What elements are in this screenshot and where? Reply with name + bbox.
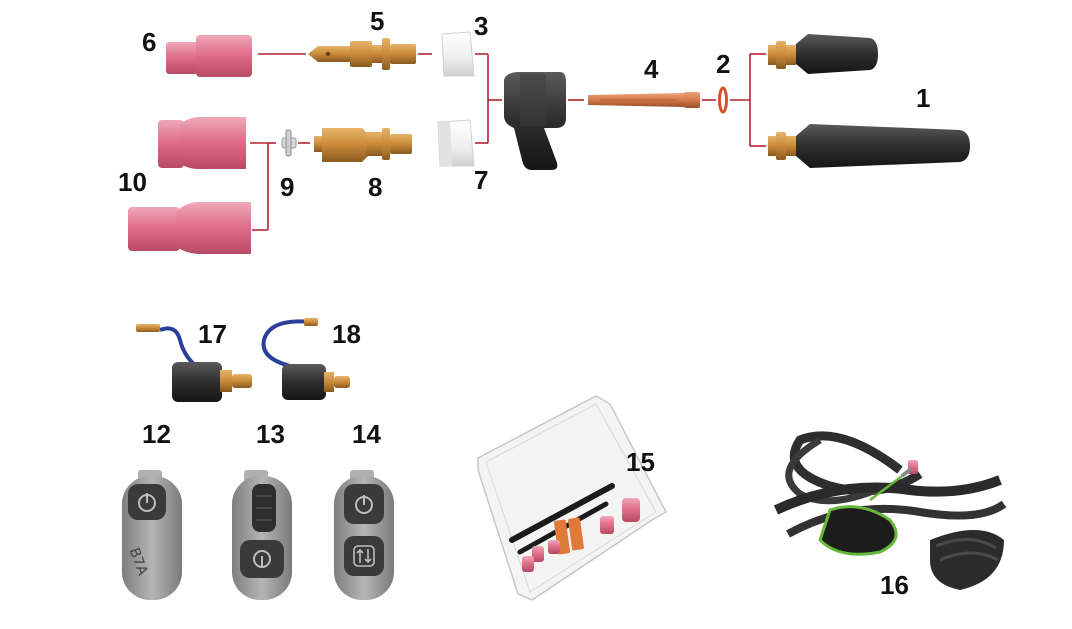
label-16: 16 <box>880 570 909 600</box>
part-6-gas-nozzle-small <box>166 35 252 77</box>
trigger-icon <box>253 550 271 568</box>
label-12: 12 <box>142 419 171 449</box>
label-4: 4 <box>644 54 659 84</box>
switch-13-wheel-trigger <box>232 470 292 600</box>
part-16-hose-package <box>773 431 1007 590</box>
part-9-insulator-washer <box>281 129 297 157</box>
part-number-labels: 1 2 3 4 5 6 7 8 9 10 17 18 12 13 14 15 1… <box>118 6 930 600</box>
label-9: 9 <box>280 172 294 202</box>
connector-lines <box>250 53 766 231</box>
part-15-accessory-case <box>477 395 667 601</box>
power-icon <box>355 495 373 514</box>
power-icon <box>138 493 156 512</box>
label-5: 5 <box>370 6 384 36</box>
label-2: 2 <box>716 49 730 79</box>
label-1: 1 <box>916 83 930 113</box>
part-8-gas-lens-body <box>314 128 412 162</box>
label-6: 6 <box>142 27 156 57</box>
part-18-connector-adapter <box>261 318 350 400</box>
label-15: 15 <box>626 447 655 477</box>
label-7: 7 <box>474 165 488 195</box>
label-13: 13 <box>256 419 285 449</box>
label-17: 17 <box>198 319 227 349</box>
label-8: 8 <box>368 172 382 202</box>
up-down-arrows-icon <box>353 545 375 567</box>
part-1-back-cap-long <box>768 124 970 168</box>
part-1-back-cap-short <box>768 34 878 74</box>
label-18: 18 <box>332 319 361 349</box>
part-17-connector-adapter <box>136 324 252 402</box>
label-14: 14 <box>352 419 381 449</box>
part-2-o-ring <box>718 86 728 114</box>
switch-14-power-updown <box>334 470 394 600</box>
label-3: 3 <box>474 11 488 41</box>
part-10-gas-nozzle-large <box>128 202 251 254</box>
part-10-gas-nozzle-medium <box>158 116 246 170</box>
part-7-heat-shield-large <box>437 119 475 167</box>
torch-head-body <box>504 72 566 170</box>
switch-12-power: B7A <box>122 470 182 600</box>
label-10: 10 <box>118 167 147 197</box>
part-4-collet <box>588 92 700 108</box>
part-3-heat-shield-small <box>441 31 475 77</box>
part-5-collet-body <box>308 38 416 70</box>
